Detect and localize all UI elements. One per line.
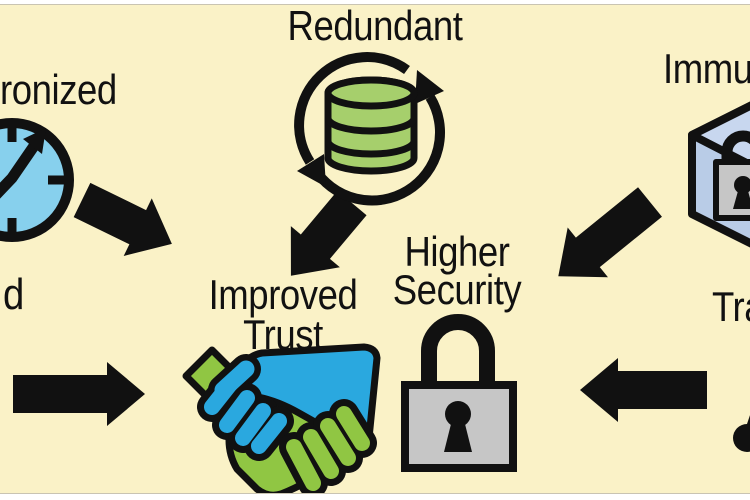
padlock-icon bbox=[401, 314, 517, 472]
label-synchronized-fragment: ronized bbox=[0, 66, 117, 113]
clock-icon bbox=[0, 118, 74, 242]
label-improved-trust-line2: Trust bbox=[243, 311, 323, 358]
arrow-from-right bbox=[580, 358, 707, 422]
arrow-from-database bbox=[290, 190, 367, 276]
blue-fingers bbox=[197, 354, 294, 461]
label-improved-trust-line1: Improved bbox=[208, 271, 358, 318]
green-fingers bbox=[279, 399, 377, 498]
bottom-edge-strip bbox=[0, 493, 750, 500]
cube-lock-icon bbox=[688, 101, 750, 248]
label-distributed-fragment: d bbox=[3, 270, 24, 319]
cycle-arrowhead-sw bbox=[297, 154, 326, 187]
label-higher-security-line1: Higher bbox=[404, 228, 510, 275]
arrow-from-clock bbox=[73, 182, 172, 256]
trace-nodes-icon bbox=[733, 415, 750, 452]
handshake-icon bbox=[182, 343, 381, 499]
label-immutable-fragment: Immu bbox=[663, 45, 750, 92]
top-edge-strip bbox=[0, 0, 750, 5]
label-improved-trust: Improved Trust bbox=[208, 271, 358, 358]
arrow-from-left bbox=[13, 362, 145, 426]
database-cylinder bbox=[324, 76, 418, 175]
cycle-arrowhead-ne bbox=[415, 70, 444, 104]
label-redundant: Redundant bbox=[287, 2, 463, 49]
label-higher-security-line2: Security bbox=[392, 266, 522, 313]
arrow-from-cube bbox=[558, 187, 662, 278]
label-traceable-fragment: Tra bbox=[712, 283, 750, 330]
label-higher-security: Higher Security bbox=[392, 228, 522, 313]
database-sync-icon bbox=[294, 52, 445, 206]
